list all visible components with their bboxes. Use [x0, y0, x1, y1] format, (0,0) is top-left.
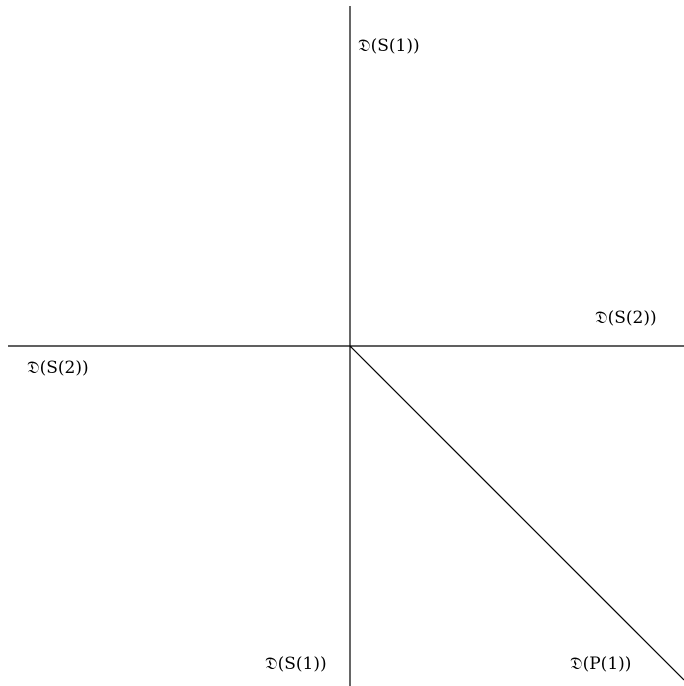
label-left-s2: 𝔇(S(2)): [27, 358, 89, 378]
label-top-s1: 𝔇(S(1)): [358, 36, 420, 56]
ray-diagonal: [349, 345, 684, 681]
label-bottom-s1: 𝔇(S(1)): [265, 654, 327, 674]
label-right-s2: 𝔇(S(2)): [595, 308, 657, 328]
label-diagonal-p1: 𝔇(P(1)): [570, 654, 632, 674]
